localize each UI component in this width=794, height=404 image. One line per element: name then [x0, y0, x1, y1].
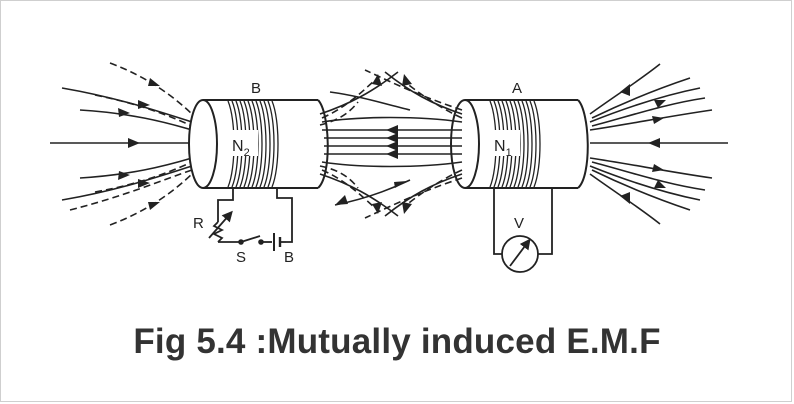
- middle-field-lines: [319, 69, 463, 219]
- field-line: [404, 169, 463, 207]
- coil-b-body: [203, 99, 318, 189]
- field-line: [79, 109, 193, 131]
- switch-contacts: [238, 239, 264, 245]
- coil-a-right-end: [577, 99, 589, 189]
- rheostat-arrow: [208, 210, 233, 239]
- field-line: [79, 157, 193, 179]
- arrow-head: [652, 164, 664, 172]
- field-line: [591, 169, 691, 211]
- circuit-wire: [217, 188, 234, 222]
- arrow-head: [148, 202, 160, 210]
- arrow-head: [335, 195, 348, 205]
- arrow-head: [128, 138, 140, 148]
- arrow-head: [654, 100, 666, 108]
- field-line: [61, 87, 193, 123]
- field-line: [591, 77, 691, 119]
- field-line: [329, 91, 411, 111]
- coil-b-left-end: [188, 99, 218, 189]
- field-line: [591, 161, 706, 191]
- left-field-arrows: [118, 78, 160, 210]
- switch-contact: [258, 239, 264, 245]
- circuit-wire: [276, 188, 293, 243]
- arrow-head: [138, 100, 150, 109]
- arrow-head: [402, 74, 412, 86]
- switch-label: S: [236, 249, 246, 266]
- arrow-head: [386, 125, 398, 135]
- arrow-head: [118, 171, 130, 180]
- circuit-wire: [538, 188, 553, 255]
- arrow-head: [386, 149, 398, 159]
- switch-contact: [238, 239, 244, 245]
- field-line: [319, 71, 399, 115]
- voltmeter-needle: [509, 238, 531, 267]
- field-line: [321, 79, 376, 119]
- coil-a-body: [465, 99, 578, 189]
- field-line: [321, 169, 376, 209]
- resistor: [211, 221, 225, 243]
- arrow-head: [394, 181, 407, 188]
- voltmeter-label: V: [514, 215, 524, 232]
- field-line: [364, 69, 463, 111]
- field-line: [591, 97, 706, 127]
- field-line: [109, 173, 193, 226]
- field-line: [319, 165, 359, 189]
- coil-a-left-end: [450, 99, 480, 189]
- field-line: [404, 81, 463, 119]
- arrow-head: [648, 138, 660, 148]
- battery-label: B: [284, 249, 294, 266]
- primary-circuit: [208, 188, 293, 251]
- arrow-head: [620, 84, 630, 96]
- coil-b-right-end: [317, 99, 329, 189]
- field-line: [61, 165, 193, 201]
- arrow-head: [654, 180, 666, 188]
- resistor-label: R: [193, 215, 204, 232]
- arrow-head: [652, 116, 664, 124]
- arrow-head: [402, 202, 412, 214]
- coil-b-turns-label: N2: [232, 138, 250, 159]
- right-field-arrows: [620, 84, 666, 204]
- field-line: [319, 101, 359, 126]
- field-line: [321, 161, 463, 168]
- field-line: [364, 177, 463, 219]
- coil-a: [450, 99, 589, 189]
- switch-lever: [240, 235, 261, 243]
- field-line: [589, 109, 713, 131]
- field-line: [589, 165, 701, 201]
- field-line: [319, 173, 399, 217]
- field-line: [384, 173, 463, 217]
- field-line: [384, 71, 463, 115]
- field-line: [321, 116, 463, 123]
- arrow-head: [386, 141, 398, 151]
- coil-a-turns-label: N1: [494, 138, 512, 159]
- figure-caption: Fig 5.4 :Mutually induced E.M.F: [133, 322, 661, 361]
- arrow-head: [138, 179, 150, 188]
- coil-b-label: B: [251, 80, 261, 97]
- coil-b: [188, 99, 329, 189]
- arrow-head: [620, 192, 630, 204]
- field-line: [109, 62, 193, 115]
- field-line: [94, 94, 193, 127]
- middle-field-arrows: [335, 74, 412, 214]
- left-field-lines: [50, 62, 193, 226]
- arrow-head: [148, 78, 160, 86]
- circuit-wire: [493, 188, 502, 255]
- field-line: [94, 161, 193, 193]
- arrow-head: [372, 74, 382, 86]
- secondary-circuit: [493, 188, 553, 273]
- arrow-head: [118, 108, 130, 117]
- field-line: [589, 87, 701, 123]
- coil-a-label: A: [512, 80, 522, 97]
- arrow-head: [386, 133, 398, 143]
- field-line: [589, 157, 713, 179]
- arrow-head: [372, 202, 382, 214]
